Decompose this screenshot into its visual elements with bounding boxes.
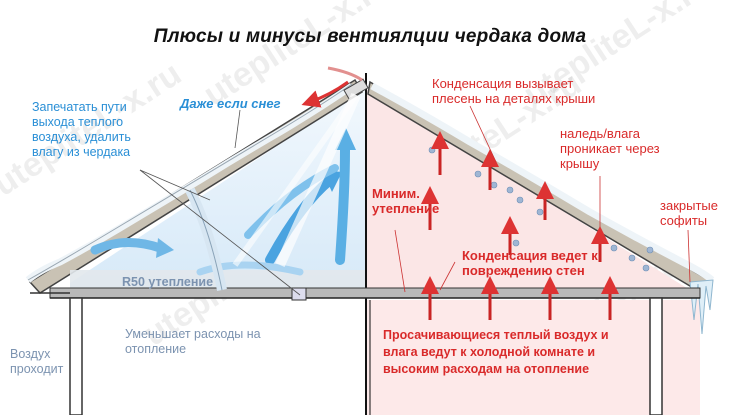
leader-line: [439, 261, 456, 291]
insulation-label: R50 утепление: [122, 275, 214, 289]
roof-right-snow: [370, 82, 715, 283]
roof-left-snow-edge: [27, 83, 353, 281]
min-insulation-label: Миним. утепление: [372, 186, 440, 216]
leader-line: [139, 169, 211, 201]
diagram-title: Плюсы и минусы вентиялции чердака дома: [153, 26, 587, 47]
light-ray: [275, 92, 361, 268]
exhaust-arrow: [327, 66, 363, 82]
snow-label: Даже если снег: [180, 96, 281, 111]
ridge-vent: [343, 78, 369, 100]
airflow-arrow: [335, 145, 350, 265]
right-room-fill: [365, 300, 700, 415]
vent-duct: [189, 189, 223, 291]
savings-label: Уменьшает расходы на отопление: [125, 327, 261, 356]
airflow-arrow-head: [156, 238, 174, 258]
heat-arrows: [421, 131, 619, 320]
condensation-mold-label: Конденсация вызывает плесень на деталях …: [432, 76, 596, 106]
leader-line: [139, 169, 301, 296]
airflow-arrow-head: [335, 128, 356, 150]
leader-line: [687, 229, 691, 283]
leader-line: [394, 229, 406, 293]
soffits-label: закрытые софиты: [660, 198, 718, 228]
ice-label: наледь/влага проникает через крышу: [560, 126, 660, 171]
leader-line: [469, 105, 497, 163]
air-label: Воздух проходит: [10, 347, 64, 376]
exhaust-arrow: [301, 80, 349, 108]
leader-line: [234, 109, 241, 149]
light-ray: [232, 93, 359, 267]
wall-damage-label: Конденсация ведет к повреждению стен: [462, 248, 598, 278]
airflow-arrow: [196, 261, 304, 276]
warm-air-label: Просачивающиеся теплый воздух и влага ве…: [383, 328, 609, 376]
left-wall: [69, 297, 83, 415]
right-wall: [649, 297, 663, 415]
airflow-arrow: [90, 237, 165, 255]
seal-label: Запечатать пути выхода теплого воздуха, …: [32, 100, 131, 159]
